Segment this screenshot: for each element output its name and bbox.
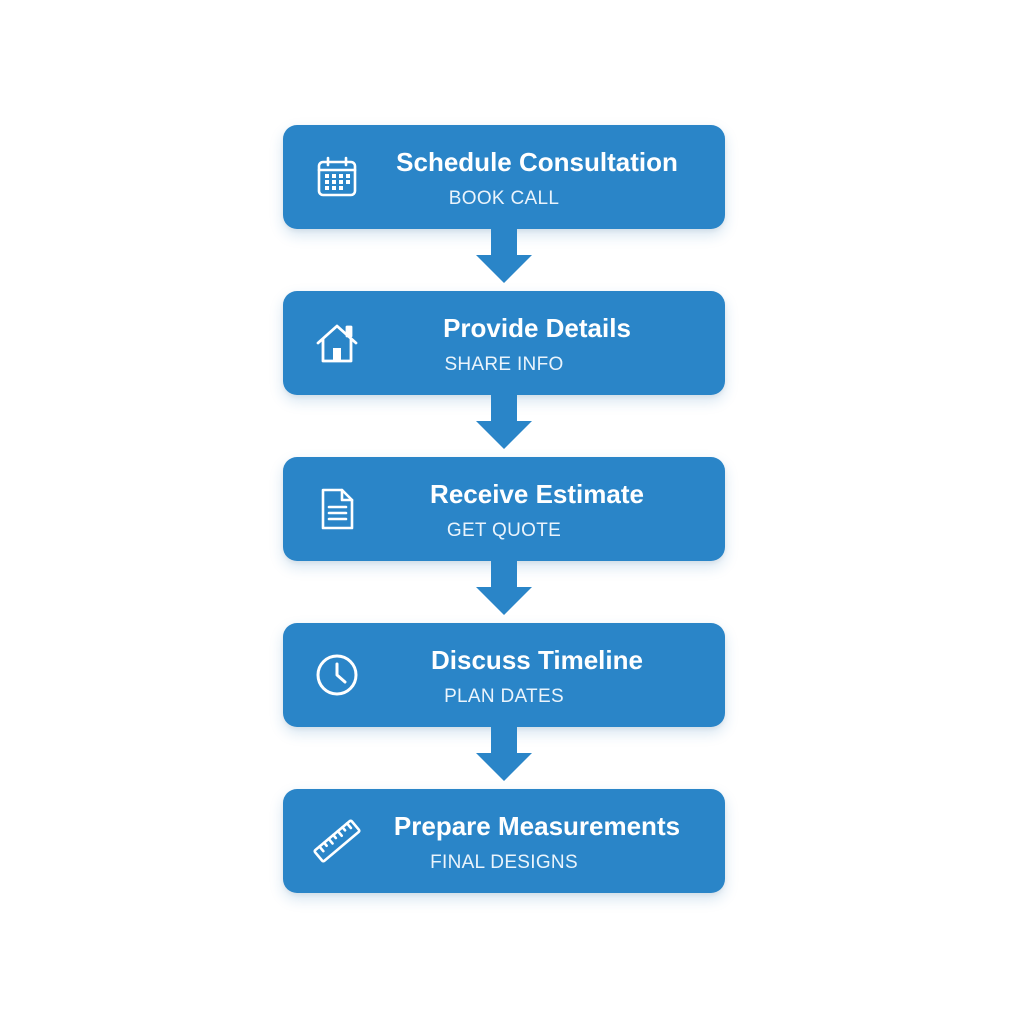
home-icon bbox=[315, 321, 359, 365]
clock-icon bbox=[315, 653, 359, 697]
down-arrow-icon bbox=[283, 229, 725, 291]
document-icon bbox=[315, 487, 359, 531]
step-title: Schedule Consultation bbox=[396, 147, 678, 177]
step-title: Receive Estimate bbox=[430, 479, 644, 509]
step-title: Provide Details bbox=[443, 313, 631, 343]
step-receive-estimate: Receive Estimate GET QUOTE bbox=[283, 457, 725, 561]
down-arrow-icon bbox=[283, 395, 725, 457]
step-prepare-measurements: Prepare Measurements FINAL DESIGNS bbox=[283, 789, 725, 893]
step-subtitle: PLAN DATES bbox=[444, 686, 564, 707]
step-subtitle: FINAL DESIGNS bbox=[430, 852, 578, 873]
down-arrow-icon bbox=[283, 727, 725, 789]
ruler-icon bbox=[313, 819, 361, 863]
step-title: Prepare Measurements bbox=[393, 811, 681, 841]
step-schedule-consultation: Schedule Consultation BOOK CALL bbox=[283, 125, 725, 229]
step-title: Discuss Timeline bbox=[431, 645, 643, 675]
calendar-icon bbox=[315, 155, 359, 199]
step-discuss-timeline: Discuss Timeline PLAN DATES bbox=[283, 623, 725, 727]
process-flow: Schedule Consultation BOOK CALL Provide … bbox=[283, 125, 725, 893]
step-subtitle: GET QUOTE bbox=[446, 520, 562, 541]
step-subtitle: SHARE INFO bbox=[444, 354, 564, 375]
step-provide-details: Provide Details SHARE INFO bbox=[283, 291, 725, 395]
down-arrow-icon bbox=[283, 561, 725, 623]
step-subtitle: BOOK CALL bbox=[448, 188, 560, 209]
